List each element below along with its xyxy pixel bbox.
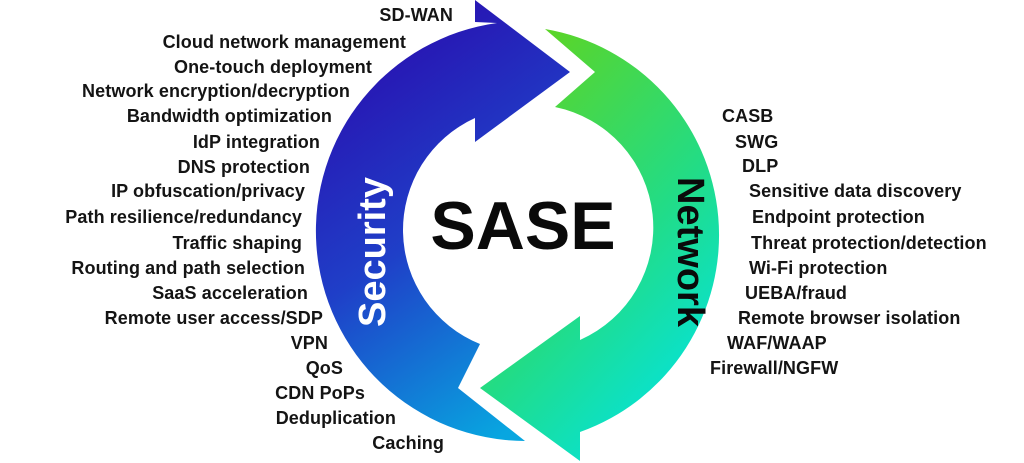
security-item: Cloud network management <box>162 32 406 52</box>
network-item: SWG <box>735 132 779 152</box>
security-item: Remote user access/SDP <box>104 308 323 328</box>
security-item: DNS protection <box>177 157 310 177</box>
security-item: Deduplication <box>275 408 396 428</box>
network-item: UEBA/fraud <box>745 283 848 303</box>
security-arrow <box>315 0 570 441</box>
security-item: SaaS acceleration <box>152 283 308 303</box>
security-item: Routing and path selection <box>71 258 305 278</box>
security-item: QoS <box>305 358 343 378</box>
security-item: CDN PoPs <box>275 383 365 403</box>
network-item: Wi-Fi protection <box>749 258 888 278</box>
security-item: Path resilience/redundancy <box>65 207 302 227</box>
security-item: Network encryption/decryption <box>82 81 350 101</box>
security-item: VPN <box>290 333 328 353</box>
network-arrow <box>480 29 720 461</box>
network-item: Firewall/NGFW <box>710 358 839 378</box>
network-item: CASB <box>722 106 774 126</box>
network-item: Threat protection/detection <box>751 233 987 253</box>
security-label: Security <box>352 177 394 327</box>
network-item: Remote browser isolation <box>738 308 961 328</box>
network-item: DLP <box>742 156 779 176</box>
security-item: Caching <box>372 433 444 453</box>
network-item: WAF/WAAP <box>727 333 827 353</box>
network-label: Network <box>669 177 711 327</box>
security-item: IdP integration <box>192 132 320 152</box>
security-item: IP obfuscation/privacy <box>111 181 305 201</box>
security-item: Traffic shaping <box>172 233 302 253</box>
security-item: SD-WAN <box>379 5 453 25</box>
security-item: Bandwidth optimization <box>126 106 332 126</box>
network-item: Endpoint protection <box>752 207 925 227</box>
network-item: Sensitive data discovery <box>749 181 962 201</box>
security-item: One-touch deployment <box>173 57 372 77</box>
sase-title: SASE <box>430 188 616 264</box>
